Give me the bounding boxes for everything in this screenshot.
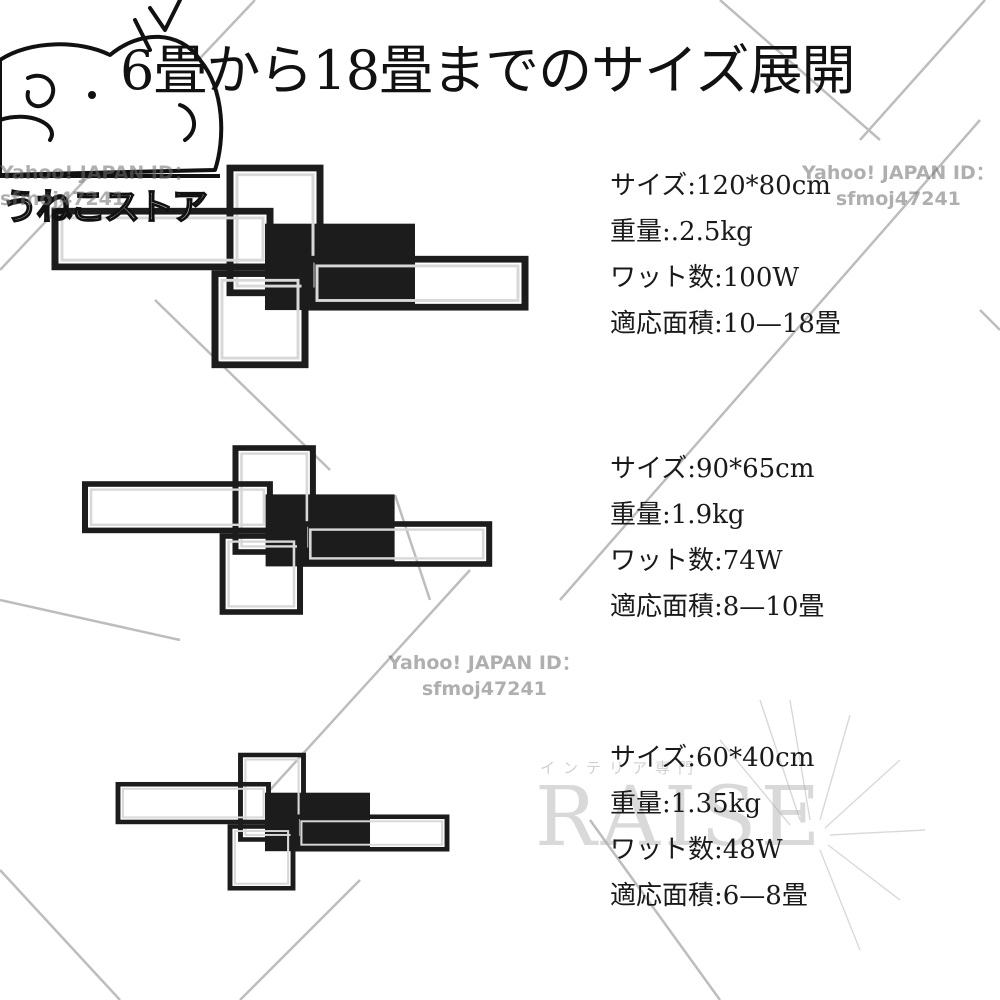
brand-tagline: インテリア専門 — [540, 759, 702, 777]
watermark-line-1: Yahoo! JAPAN ID： — [0, 162, 193, 184]
spec-area: 適応面積:10—18畳 — [610, 309, 841, 339]
spec-weight: 重量:1.9kg — [610, 500, 745, 530]
watermark-line-2: sfmoj47241 — [0, 188, 126, 210]
spec-weight: 重量:1.35kg — [610, 789, 762, 819]
watermark-text: Yahoo! JAPAN ID： sfmoj47241 — [0, 160, 193, 212]
watermark-line-2: sfmoj47241 — [835, 188, 961, 210]
spec-size: サイズ:90*65cm — [610, 454, 815, 484]
lamp-medium — [85, 448, 489, 612]
shop-name-logo: うねこストア — [1, 186, 209, 229]
spec-weight: 重量:.2.5kg — [610, 217, 753, 247]
page-title: 6畳から18畳までのサイズ展開 — [120, 39, 855, 102]
watermark-text: Yahoo! JAPAN ID： sfmoj47241 — [388, 650, 581, 702]
watermark-text: Yahoo! JAPAN ID： sfmoj47241 — [802, 160, 995, 212]
watermark-line-1: Yahoo! JAPAN ID： — [802, 162, 995, 184]
spec-size: サイズ:120*80cm — [610, 171, 831, 201]
spec-wattage: ワット数:48W — [610, 835, 783, 865]
brand-logo: RAISE — [535, 770, 825, 865]
product-specs-small: サイズ:60*40cm 重量:1.35kg ワット数:48W 適応面積:6—8畳 — [610, 735, 814, 919]
spec-area: 適応面積:8—10畳 — [610, 592, 825, 622]
lamp-small — [118, 755, 447, 888]
watermark-line-1: Yahoo! JAPAN ID： — [388, 652, 581, 674]
spec-wattage: ワット数:100W — [610, 263, 800, 293]
watermark-line-2: sfmoj47241 — [421, 678, 547, 700]
product-specs-medium: サイズ:90*65cm 重量:1.9kg ワット数:74W 適応面積:8—10畳 — [610, 446, 824, 630]
spec-wattage: ワット数:74W — [610, 546, 783, 576]
product-specs-large: サイズ:120*80cm 重量:.2.5kg ワット数:100W 適応面積:10… — [610, 163, 841, 347]
spec-size: サイズ:60*40cm — [610, 743, 815, 773]
spec-area: 適応面積:6—8畳 — [610, 881, 808, 911]
